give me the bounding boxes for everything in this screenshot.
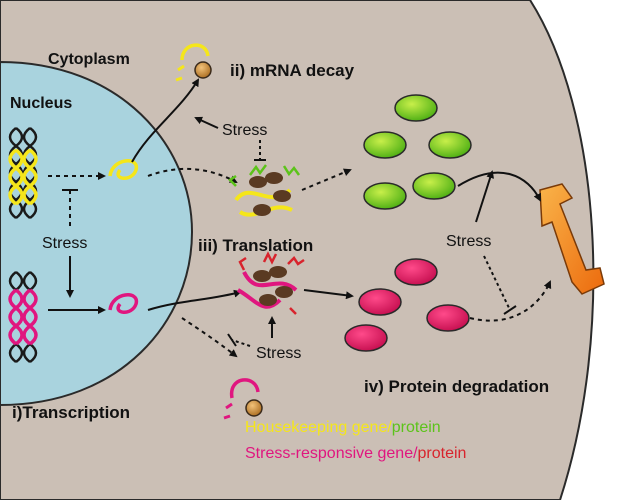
legend-housekeeping-gene: Housekeeping gene/ xyxy=(245,419,392,436)
degradation-arrow-stress xyxy=(469,280,552,322)
translation-label: iii) Translation xyxy=(198,236,313,255)
transcription-label: i)Transcription xyxy=(12,403,130,422)
stress-label-translation: Stress xyxy=(256,345,301,362)
stress-to-translation xyxy=(147,289,242,311)
stress-label-transcription: Stress xyxy=(42,235,87,252)
mrna-fragment-1 xyxy=(177,64,185,72)
housekeeping-proteins xyxy=(363,94,472,210)
proteasome xyxy=(539,183,605,295)
nucleus-region xyxy=(0,60,194,407)
legend-stress-protein: protein xyxy=(418,445,467,462)
decaying-mrna-housekeeping xyxy=(180,43,210,61)
stress-polysome xyxy=(236,251,305,315)
mrna-fragment-2 xyxy=(175,76,183,82)
inhibit-bar-degradation xyxy=(503,305,517,315)
mrna-fragment-3 xyxy=(225,402,233,410)
stress-dna-helix xyxy=(8,271,38,363)
stress-mrna xyxy=(108,293,138,314)
decaying-mrna-stress xyxy=(230,378,260,399)
stress-proteins xyxy=(344,258,470,352)
housekeeping-dna-helix xyxy=(8,127,38,219)
legend-stress-gene: Stress-responsive gene/ xyxy=(245,445,418,462)
exonuclease-bottom xyxy=(245,399,263,417)
housekeeping-to-translation xyxy=(147,167,238,183)
mrna-fragment-4 xyxy=(223,414,231,420)
stress-degradation-activate xyxy=(475,170,494,223)
nucleus-label: Nucleus xyxy=(10,95,72,112)
legend-housekeeping-protein: protein xyxy=(392,419,441,436)
exonuclease-top xyxy=(194,61,212,79)
stress-decay-arrow xyxy=(194,116,219,129)
cytoplasm-label: Cytoplasm xyxy=(48,51,130,68)
housekeeping-polysome xyxy=(228,164,301,217)
inhibit-bar-decay xyxy=(227,333,237,347)
legend-housekeeping: Housekeeping gene/protein xyxy=(245,419,441,436)
stress-label-degradation: Stress xyxy=(446,233,491,250)
protein-degradation-label: iv) Protein degradation xyxy=(364,377,549,396)
legend-stress: Stress-responsive gene/protein xyxy=(245,445,466,462)
degradation-arrow-housekeeping xyxy=(457,171,541,202)
decay-arrow-stress xyxy=(181,317,238,358)
mrna-decay-label: ii) mRNA decay xyxy=(230,61,355,80)
stress-degradation-inhibit xyxy=(483,255,511,311)
housekeeping-mrna xyxy=(108,159,138,180)
housekeeping-protein-output xyxy=(301,168,352,191)
stress-label-decay: Stress xyxy=(222,122,267,139)
stress-protein-output xyxy=(303,289,354,300)
decay-arrow-housekeeping xyxy=(131,78,200,163)
